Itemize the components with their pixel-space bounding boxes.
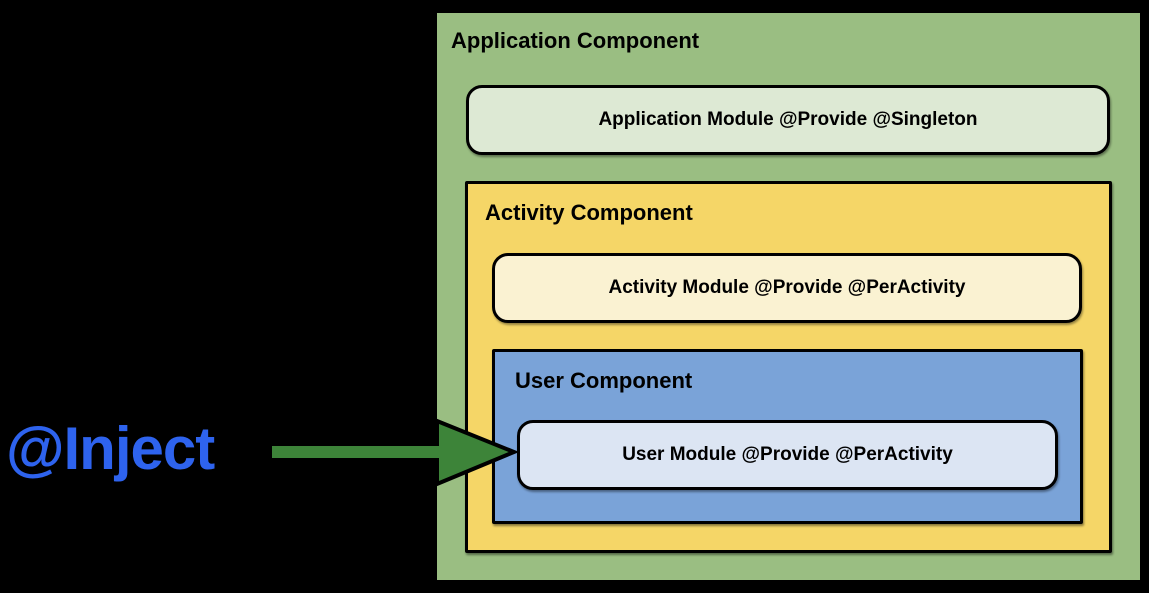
application-component-title: Application Component <box>451 28 700 53</box>
application-module-label: Application Module @Provide @Singleton <box>598 109 978 130</box>
user-module-label: User Module @Provide @PerActivity <box>622 444 953 465</box>
application-component-box: Application Component Application Module… <box>434 10 1143 583</box>
application-module-box: Application Module @Provide @Singleton <box>466 85 1110 155</box>
inject-annotation-label: @Inject <box>6 415 215 482</box>
inject-arrow-icon <box>268 418 520 487</box>
activity-component-box: Activity Component Activity Module @Prov… <box>465 181 1112 553</box>
inject-arrow-shape <box>268 418 520 487</box>
activity-component-title: Activity Component <box>485 200 693 225</box>
activity-module-box: Activity Module @Provide @PerActivity <box>492 253 1082 323</box>
user-component-title: User Component <box>515 368 693 393</box>
user-component-box: User Component User Module @Provide @Per… <box>492 349 1083 524</box>
user-module-box: User Module @Provide @PerActivity <box>517 420 1058 490</box>
activity-module-label: Activity Module @Provide @PerActivity <box>608 277 966 298</box>
